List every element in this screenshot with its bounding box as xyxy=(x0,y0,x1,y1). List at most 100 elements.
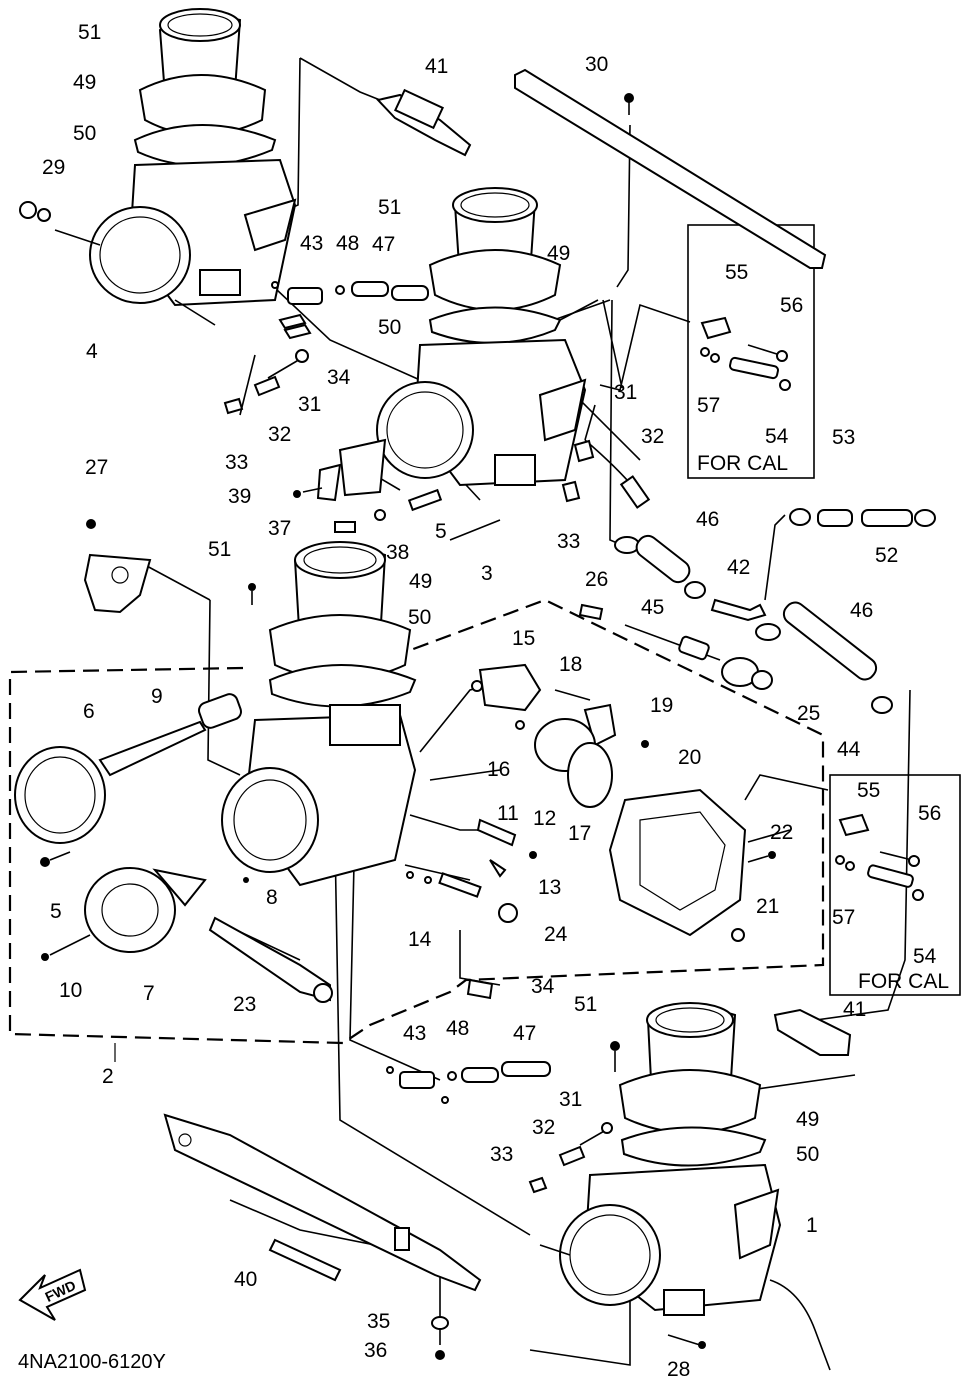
callout: 3 xyxy=(481,562,493,585)
callout: 34 xyxy=(531,975,555,998)
callout: 39 xyxy=(228,485,251,508)
callout: 53 xyxy=(832,426,855,449)
callout: 45 xyxy=(641,596,664,619)
small-parts-upper xyxy=(223,68,827,533)
callout: 32 xyxy=(532,1116,555,1139)
callout: 54 xyxy=(913,945,937,968)
callout: 27 xyxy=(85,456,108,479)
callout: 4 xyxy=(86,340,98,363)
callout: 28 xyxy=(667,1358,690,1376)
hoses-and-fittings xyxy=(614,316,936,1056)
callout: 2 xyxy=(102,1065,114,1088)
callout: 5 xyxy=(435,520,447,543)
carburetor-upper-left xyxy=(19,8,297,326)
callout: 37 xyxy=(268,517,291,540)
callout: 49 xyxy=(796,1108,819,1131)
subassembly-2-outline xyxy=(8,598,825,1045)
carburetor-center xyxy=(221,541,417,887)
callout: 22 xyxy=(770,821,793,844)
carburetor-upper-middle xyxy=(376,187,651,509)
callout: 33 xyxy=(225,451,248,474)
callout: 5 xyxy=(50,900,62,923)
callout: 31 xyxy=(559,1088,582,1111)
callout: 55 xyxy=(857,779,880,802)
callout: 41 xyxy=(843,998,866,1021)
callout: 47 xyxy=(513,1022,536,1045)
callout: 48 xyxy=(336,232,359,255)
callout: 46 xyxy=(850,599,873,622)
callout: 12 xyxy=(533,807,556,830)
callout: 34 xyxy=(327,366,351,389)
callout: 29 xyxy=(42,156,65,179)
callout: 33 xyxy=(557,530,580,553)
callout: 9 xyxy=(151,685,163,708)
callout-labels: 1 2 3 4 5 5 6 7 8 9 10 11 12 13 14 15 16… xyxy=(42,21,941,1376)
callout: 6 xyxy=(83,700,95,723)
callout: 30 xyxy=(585,53,608,76)
callout: 20 xyxy=(678,746,701,769)
callout: 50 xyxy=(408,606,431,629)
callout: 35 xyxy=(367,1310,390,1333)
callout: 32 xyxy=(268,423,291,446)
small-parts-middle xyxy=(14,519,776,1003)
callout: 50 xyxy=(73,122,96,145)
callout: 15 xyxy=(512,627,535,650)
callout: 8 xyxy=(266,886,278,909)
callout: 32 xyxy=(641,425,664,448)
callout: 54 xyxy=(765,425,789,448)
callout: 57 xyxy=(832,906,855,929)
callout: 43 xyxy=(403,1022,426,1045)
callout: 13 xyxy=(538,876,561,899)
fwd-arrow-icon xyxy=(18,1268,87,1321)
callout: 18 xyxy=(559,653,582,676)
small-parts-lower xyxy=(163,1041,706,1360)
callout: 23 xyxy=(233,993,256,1016)
callout: 44 xyxy=(837,738,861,761)
for-cal-label-lower: FOR CAL xyxy=(858,970,949,993)
callout: 41 xyxy=(425,55,448,78)
callout: 46 xyxy=(696,508,719,531)
callout: 51 xyxy=(78,21,101,44)
callout: 42 xyxy=(727,556,750,579)
callout: 50 xyxy=(796,1143,819,1166)
callout: 49 xyxy=(73,71,96,94)
callout: 31 xyxy=(298,393,321,416)
callout: 57 xyxy=(697,394,720,417)
carburetor-lower-right xyxy=(539,1002,831,1371)
callout: 14 xyxy=(408,928,432,951)
callout: 11 xyxy=(497,802,519,825)
for-cal-label-upper: FOR CAL xyxy=(697,452,788,475)
callout: 36 xyxy=(364,1339,387,1362)
callout: 49 xyxy=(409,570,432,593)
callout: 33 xyxy=(490,1143,513,1166)
callout: 17 xyxy=(568,822,591,845)
callout: 40 xyxy=(234,1268,257,1291)
callout: 7 xyxy=(143,982,155,1005)
callout: 26 xyxy=(585,568,608,591)
callout: 31 xyxy=(614,381,637,404)
callout: 55 xyxy=(725,261,748,284)
callout: 24 xyxy=(544,923,568,946)
callout: 10 xyxy=(59,979,82,1002)
diagram-code: 4NA2100-6120Y xyxy=(18,1351,166,1373)
for-cal-box-lower xyxy=(829,774,961,996)
callout: 52 xyxy=(875,544,898,567)
callout: 51 xyxy=(574,993,597,1016)
callout: 43 xyxy=(300,232,323,255)
callout: 16 xyxy=(487,758,510,781)
callout: 50 xyxy=(378,316,401,339)
callout: 56 xyxy=(780,294,803,317)
callout: 51 xyxy=(208,538,231,561)
callout: 25 xyxy=(797,702,820,725)
callout: 21 xyxy=(756,895,779,918)
callout: 48 xyxy=(446,1017,469,1040)
callout: 1 xyxy=(806,1214,818,1237)
callout: 38 xyxy=(386,541,409,564)
callout: 47 xyxy=(372,233,395,256)
callout: 56 xyxy=(918,802,941,825)
callout: 49 xyxy=(547,242,570,265)
callout: 51 xyxy=(378,196,401,219)
callout: 19 xyxy=(650,694,673,717)
